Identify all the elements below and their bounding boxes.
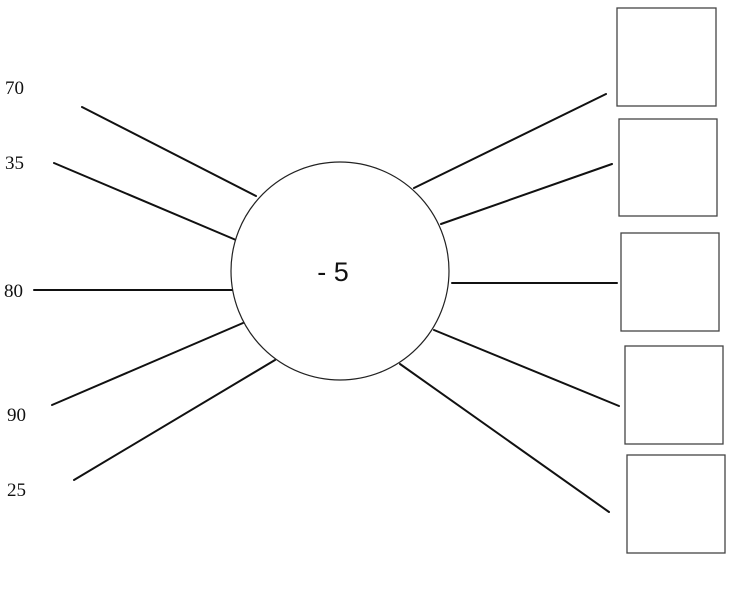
input-ray-1 <box>81 106 257 197</box>
input-ray-4 <box>51 322 244 406</box>
input-number: 35 <box>5 153 24 174</box>
answer-box-5[interactable] <box>626 454 726 554</box>
input-number: 25 <box>7 480 26 501</box>
input-number: 80 <box>4 281 23 302</box>
operation-label: - 5 <box>317 257 349 287</box>
input-number: 90 <box>7 405 26 426</box>
answer-box-4[interactable] <box>624 345 724 445</box>
output-ray-2 <box>440 163 613 225</box>
operation-circle <box>230 161 450 381</box>
output-ray-1 <box>413 93 607 189</box>
input-ray-5 <box>73 359 276 481</box>
input-ray-2 <box>53 162 237 241</box>
answer-box-1[interactable] <box>616 7 717 107</box>
input-number: 70 <box>5 78 24 99</box>
output-ray-4 <box>433 329 620 407</box>
answer-box-2[interactable] <box>618 118 718 217</box>
answer-box-3[interactable] <box>620 232 720 332</box>
output-ray-5 <box>399 363 610 513</box>
